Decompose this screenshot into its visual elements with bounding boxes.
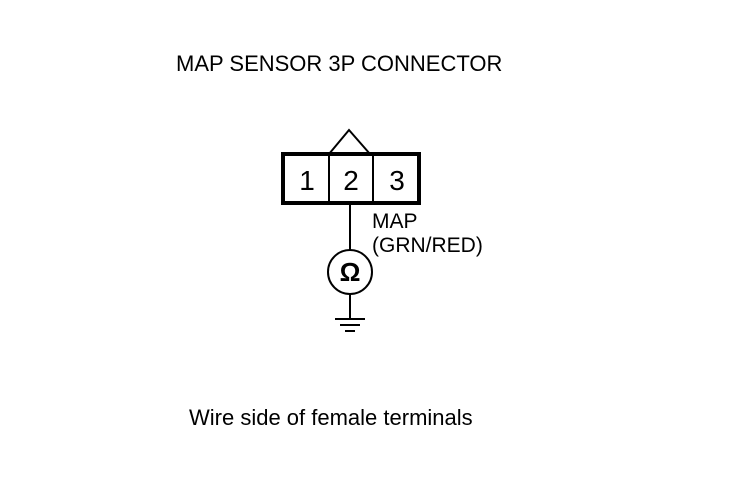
connector-pin-2: 2 [343,165,359,196]
ohm-symbol: Ω [340,257,361,287]
wire-name-label: MAP [372,210,418,233]
connector-pin-1: 1 [299,165,315,196]
connector-pin-3: 3 [389,165,405,196]
connector-lock-tab [328,128,371,155]
diagram-title: MAP SENSOR 3P CONNECTOR [176,51,502,76]
diagram-caption: Wire side of female terminals [189,405,473,430]
ohmmeter-icon: Ω [327,249,373,295]
ground-icon [335,318,365,332]
wire-color-label: (GRN/RED) [372,234,483,257]
